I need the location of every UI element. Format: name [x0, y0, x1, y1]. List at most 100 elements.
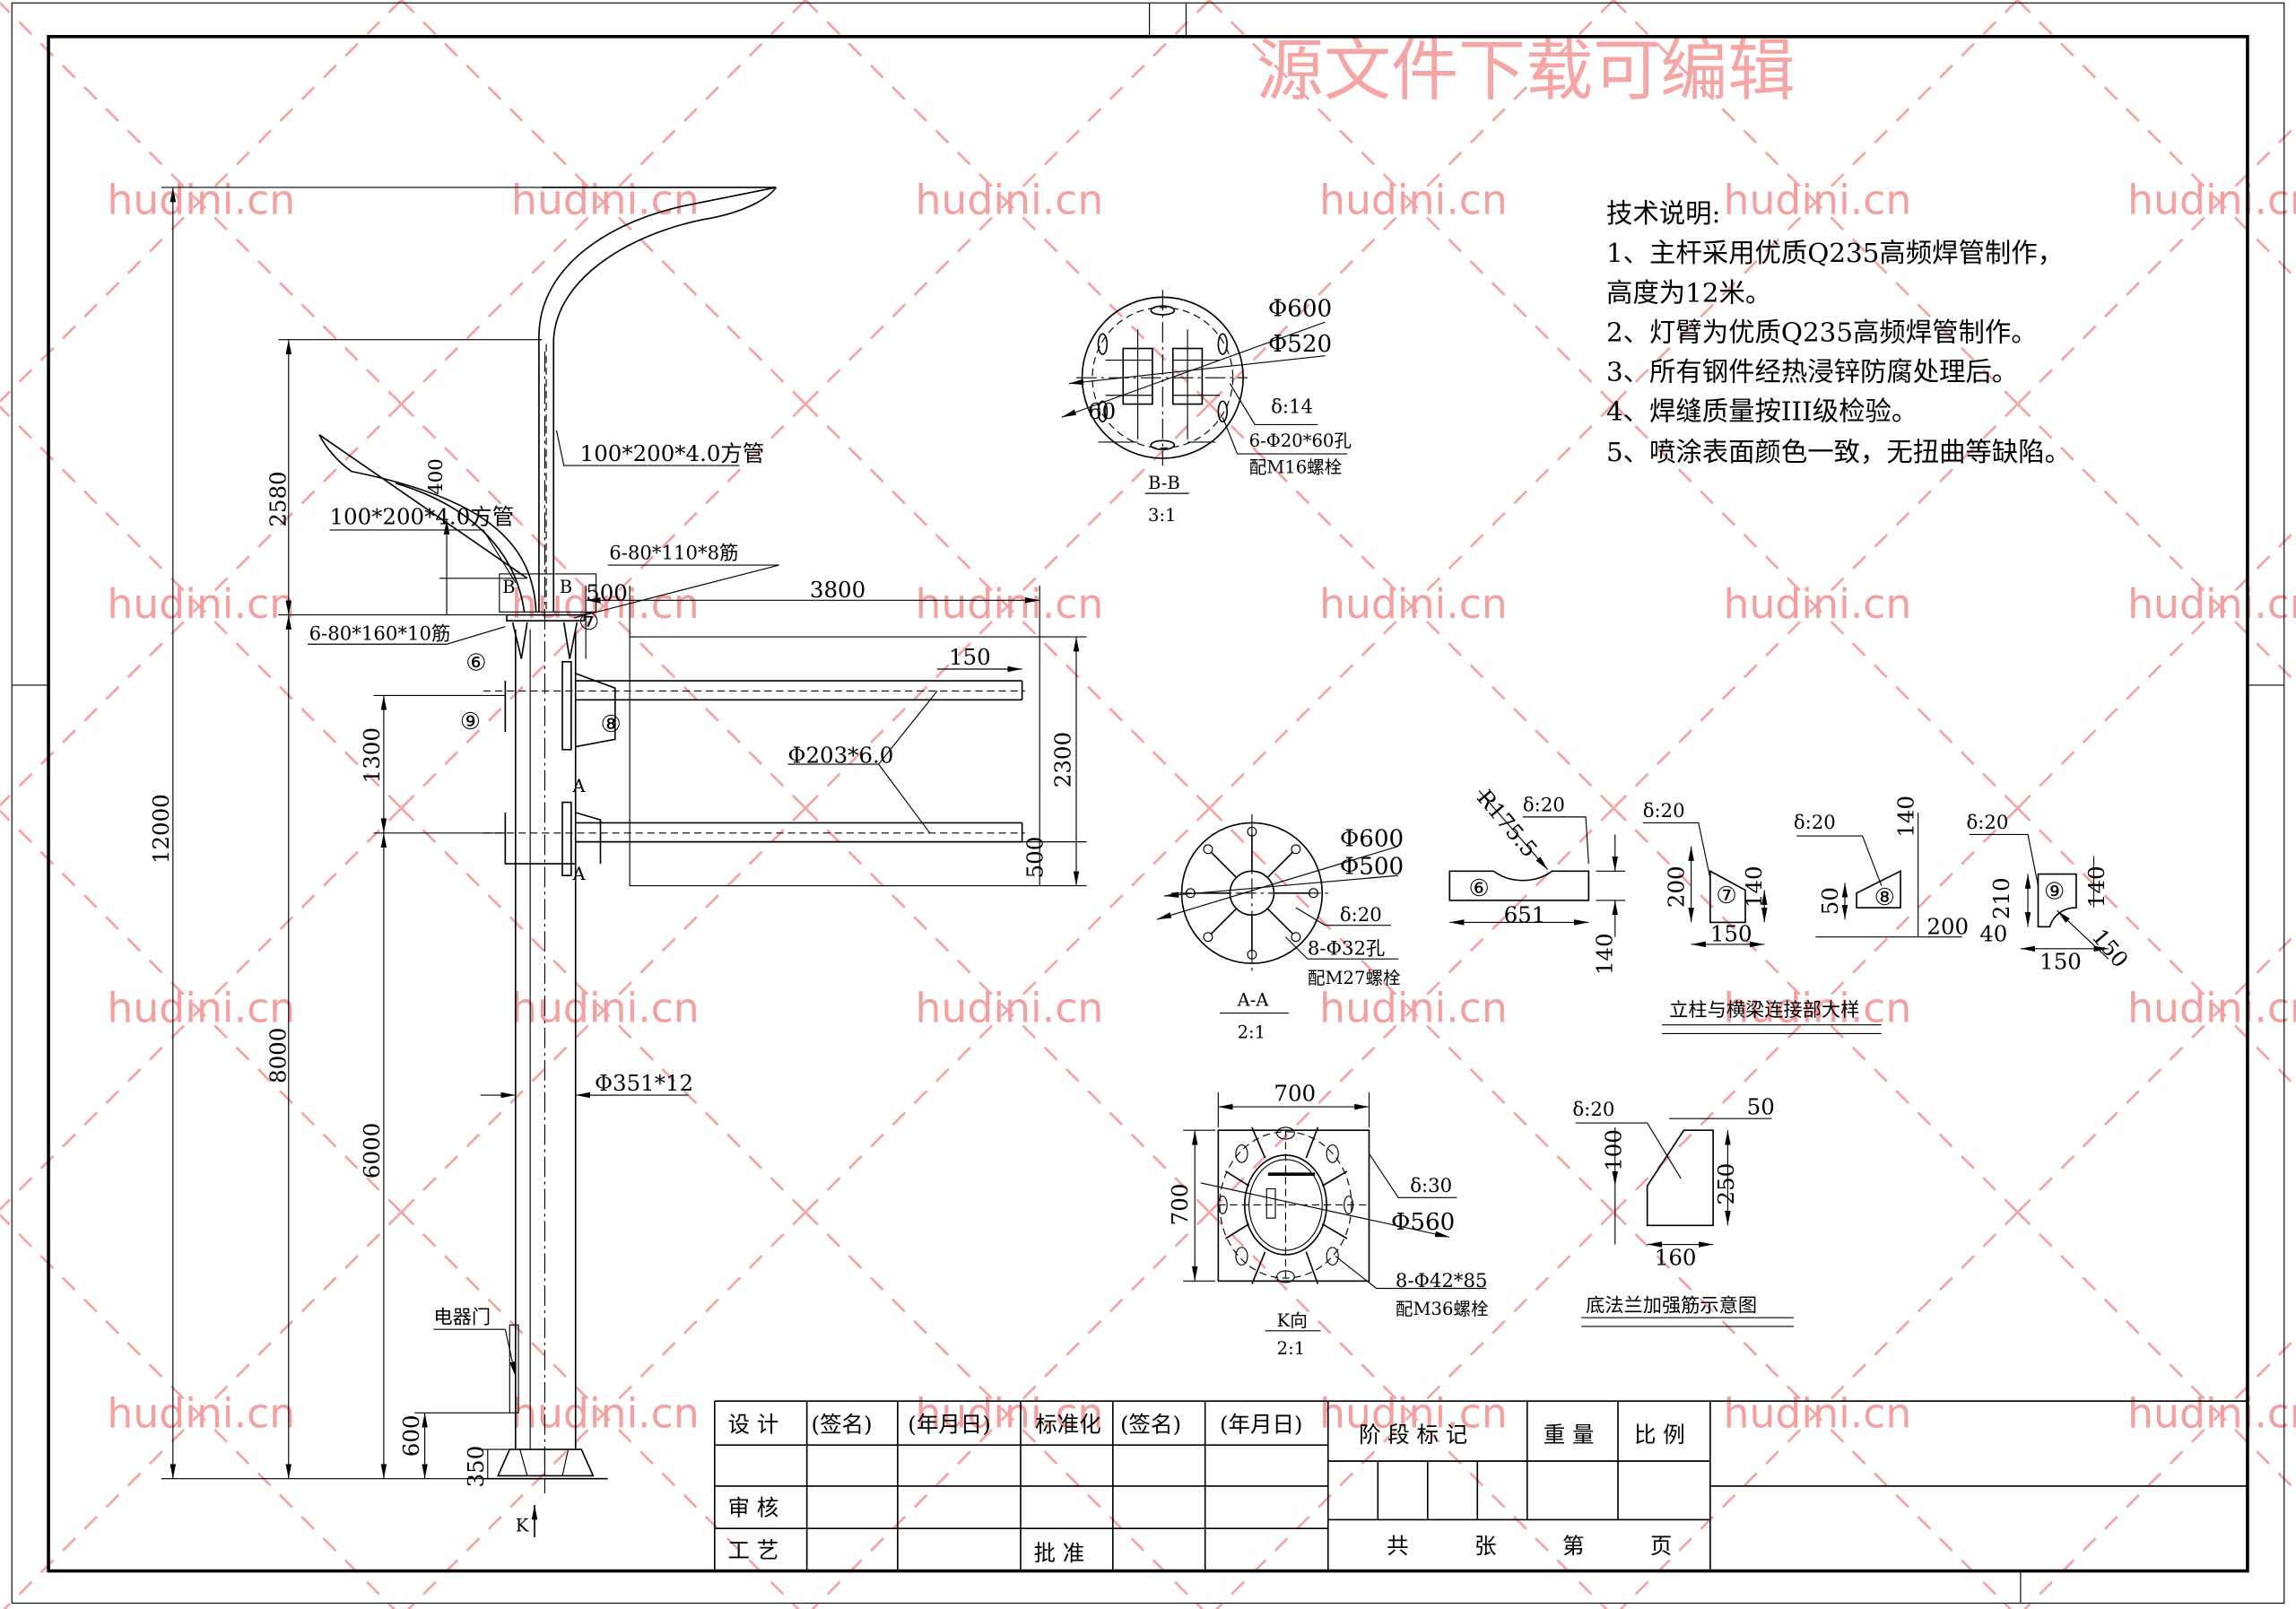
k-thickness: δ:30: [1410, 1175, 1452, 1197]
p9-width-40: 40: [1979, 921, 2007, 947]
pole-pipe-label: Φ351*12: [595, 1070, 693, 1096]
aa-holes: 8-Φ32孔: [1308, 937, 1385, 960]
watermark-site-text: hudini.cn: [511, 176, 700, 223]
watermark-site-text: hudini.cn: [107, 1390, 295, 1438]
bb-dim-60: 60: [1088, 398, 1116, 424]
watermark-site-text: hudini.cn: [1724, 176, 1912, 223]
watermark-site-text: hudini.cn: [511, 580, 700, 628]
door-label: 电器门: [433, 1307, 491, 1329]
rib-thickness: δ:20: [1572, 1099, 1614, 1121]
p8-height-50: 50: [1817, 887, 1843, 915]
p6-number: ⑥: [1468, 875, 1489, 902]
dim-6000: 6000: [359, 1123, 385, 1178]
watermark-site-text: hudini.cn: [107, 580, 295, 628]
tb-sheets: 张: [1474, 1533, 1496, 1559]
rib-dim-50: 50: [1747, 1093, 1775, 1119]
p8-width: 200: [1926, 913, 1969, 939]
watermark-site-text: hudini.cn: [511, 1390, 700, 1438]
watermark-site-text: hudini.cn: [1319, 176, 1508, 223]
dim-12000: 12000: [148, 794, 174, 864]
tb-scale: 比 例: [1634, 1422, 1685, 1448]
tb-date-1: (年月日): [908, 1411, 991, 1437]
watermark-site-text: hudini.cn: [2127, 1390, 2296, 1438]
watermark-site-text: hudini.cn: [1319, 1390, 1508, 1438]
bb-diameter-600: Φ600: [1268, 296, 1332, 323]
tb-process: 工 艺: [728, 1537, 779, 1563]
watermark-site-text: hudini.cn: [2127, 984, 2296, 1031]
bb-bolts: 配M16螺栓: [1249, 457, 1343, 477]
dim-2580: 2580: [265, 471, 291, 526]
rib-dim-250: 250: [1713, 1163, 1739, 1205]
p7-height-200: 200: [1663, 865, 1689, 908]
drawing-frame: [11, 2, 2285, 1605]
watermark-site-text: hudini.cn: [511, 984, 700, 1031]
k-holes: 8-Φ42*85: [1396, 1270, 1488, 1292]
rib-dim-100: 100: [1600, 1129, 1626, 1171]
watermark-site-text: hudini.cn: [1724, 984, 1912, 1031]
note-line: 高度为12米。: [1606, 277, 1771, 308]
watermark-site-text: hudini.cn: [1724, 580, 1912, 628]
watermark-site-text: hudini.cn: [915, 1390, 1103, 1438]
p7-width: 150: [1710, 921, 1752, 947]
watermark-site-text: hudini.cn: [915, 580, 1103, 628]
p6-height: 140: [1591, 933, 1617, 975]
view-k: 700 700 δ:30 Φ560 8-Φ42*85 配M36螺栓 K向 2:1: [1167, 1081, 1489, 1359]
note-line: 3、所有钢件经热浸锌防腐处理后。: [1606, 356, 2018, 387]
note-line: 1、主杆采用优质Q235高频焊管制作，: [1606, 238, 2064, 268]
tb-review: 审 核: [728, 1495, 779, 1521]
elevation-labels: 100*200*4.0方管 100*200*4.0方管 6-80*110*8筋 …: [148, 440, 1076, 1535]
dim-400: 400: [425, 458, 448, 495]
tb-stage: 阶 段 标 记: [1359, 1422, 1467, 1448]
p9-number: ⑨: [2044, 878, 2065, 905]
upper-arm-label: 100*200*4.0方管: [580, 440, 765, 466]
watermark-site-text: hudini.cn: [107, 984, 295, 1031]
section-mark-a-top: A: [571, 776, 586, 796]
note-line: 4、焊缝质量按III级检验。: [1606, 396, 1918, 426]
p8-number: ⑧: [1874, 884, 1895, 911]
p9-height-210: 210: [1988, 877, 2014, 919]
p7-height-140: 140: [1741, 865, 1767, 908]
note-line: 2、灯臂为优质Q235高频焊管制作。: [1606, 317, 2038, 347]
p9-height-140: 140: [2083, 865, 2109, 908]
aa-thickness: δ:20: [1340, 904, 1382, 926]
part-number-8: ⑧: [600, 711, 621, 738]
tb-no: 第: [1562, 1533, 1584, 1559]
part-number-9: ⑨: [460, 709, 481, 735]
p8-height-140: 140: [1893, 796, 1919, 838]
tb-sign-1: (签名): [812, 1411, 873, 1437]
k-diameter-560: Φ560: [1391, 1209, 1455, 1236]
bb-thickness: δ:14: [1271, 396, 1313, 418]
part-number-6: ⑥: [465, 650, 486, 677]
lower-arm-label: 100*200*4.0方管: [329, 503, 514, 529]
bb-holes: 6-Φ20*60孔: [1249, 431, 1352, 451]
tb-date-2: (年月日): [1220, 1411, 1303, 1437]
bb-scale: 3:1: [1148, 505, 1177, 526]
watermark-site-text: hudini.cn: [1319, 984, 1508, 1031]
upper-rib-label: 6-80*110*8筋: [609, 543, 738, 565]
section-mark-b-right: B: [560, 577, 572, 597]
watermark-headline: 源文件下载可编辑: [1257, 30, 1796, 109]
k-scale: 2:1: [1277, 1338, 1306, 1359]
tb-approve: 批 准: [1034, 1540, 1085, 1566]
tb-total: 共: [1387, 1533, 1408, 1559]
k-title: K向: [1277, 1310, 1308, 1331]
dim-600: 600: [398, 1415, 424, 1457]
base-rib-title: 底法兰加强筋示意图: [1586, 1295, 1757, 1318]
title-block: 设 计 (签名) (年月日) 标准化 (签名) (年月日) 审 核 工 艺 批 …: [713, 1400, 2248, 1571]
part-number-7: ⑦: [578, 609, 599, 636]
p7-thickness: δ:20: [1643, 800, 1685, 822]
aa-bolts: 配M27螺栓: [1308, 968, 1401, 988]
pole-elevation: 100*200*4.0方管 100*200*4.0方管 6-80*110*8筋 …: [148, 187, 1087, 1538]
aa-scale: 2:1: [1238, 1022, 1266, 1042]
p6-length: 651: [1504, 901, 1546, 927]
notes-title: 技术说明:: [1606, 198, 1720, 229]
dim-500-top: 500: [586, 579, 628, 605]
technical-notes: 技术说明: 1、主杆采用优质Q235高频焊管制作， 高度为12米。 2、灯臂为优…: [1606, 198, 2071, 467]
crossarm-pipe-label: Φ203*6.0: [787, 742, 893, 768]
dim-8000: 8000: [265, 1028, 291, 1083]
watermark-site-text: hudini.cn: [2127, 580, 2296, 628]
p8-thickness: δ:20: [1794, 812, 1836, 834]
dimension-lines: [161, 187, 1087, 1480]
p7-number: ⑦: [1716, 883, 1736, 909]
section-b-b: Φ600 Φ520 60 δ:14 6-Φ20*60孔 配M16螺栓 B-B 3…: [1061, 290, 1352, 526]
